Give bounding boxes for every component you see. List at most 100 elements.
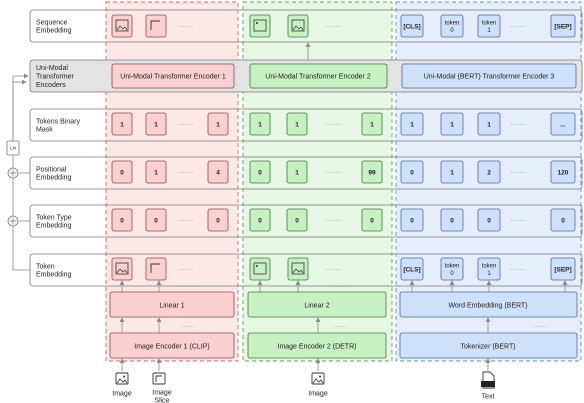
mask-cell xyxy=(286,112,308,136)
mask-cell xyxy=(249,112,271,136)
row-sequence-embedding xyxy=(29,9,583,43)
token-type-cell xyxy=(550,208,576,232)
encoder-1-label: Uni-Modal Transformer Encoder 1 xyxy=(120,73,226,80)
ellipsis: · · · · · xyxy=(333,324,347,330)
positional-cell xyxy=(249,160,271,184)
ellipsis: · · · · · xyxy=(333,284,347,290)
input-image2-icon-mountain xyxy=(312,378,324,384)
token-type-cell xyxy=(477,208,501,232)
token-type-value: 0 xyxy=(561,217,565,224)
image-encoder-1-label: Image Encoder 1 (CLIP) xyxy=(134,343,209,350)
input-text-label: Text xyxy=(482,393,495,400)
positional-cell xyxy=(207,160,229,184)
mask-cell xyxy=(361,112,383,136)
image-icon-mountain xyxy=(116,25,128,31)
ellipsis: · · · · · xyxy=(511,122,525,128)
mask-value: 1 xyxy=(295,121,299,128)
image-icon xyxy=(291,19,305,32)
token-type-value: 0 xyxy=(370,217,374,224)
mask-value: 1 xyxy=(450,121,454,128)
input-image2-icon xyxy=(311,372,325,385)
input-image2-icon-sun xyxy=(319,375,321,378)
ln-box xyxy=(6,140,20,156)
ellipsis: · · · · · xyxy=(179,24,193,30)
positional-value: 0 xyxy=(258,169,262,176)
word-embedding-label: Word Embedding (BERT) xyxy=(448,302,527,309)
encoder-2 xyxy=(249,63,388,89)
positional-value: 1 xyxy=(450,169,454,176)
ellipsis: · · · · · xyxy=(326,122,340,128)
word-embedding xyxy=(399,291,578,318)
positional-cell xyxy=(111,160,133,184)
token-type-cell xyxy=(207,208,229,232)
input-image-label: Image xyxy=(112,390,132,397)
ln-label: LN xyxy=(10,146,16,151)
positional-cell xyxy=(361,160,383,184)
mask-cell xyxy=(440,112,464,136)
token-type-value: 0 xyxy=(450,217,454,224)
positional-cell xyxy=(477,160,501,184)
ellipsis: · · · · · xyxy=(326,218,340,224)
token-type-value: 0 xyxy=(120,217,124,224)
sequence-embedding-image-token xyxy=(111,14,133,38)
box-icon xyxy=(253,262,267,275)
mask-cell xyxy=(145,112,167,136)
slice-icon xyxy=(150,263,160,273)
token-type-value: 0 xyxy=(487,217,491,224)
slice-icon xyxy=(150,20,160,30)
ellipsis: · · · · · xyxy=(511,218,525,224)
bert-token-label: [SEP] xyxy=(554,23,571,30)
image-icon-mountain xyxy=(292,25,304,31)
token-embedding-detr-token xyxy=(249,257,271,281)
token-type-cell xyxy=(111,208,133,232)
positional-cell xyxy=(286,160,308,184)
encoder-3-label: Uni-Modal (BERT) Transformer Encoder 3 xyxy=(424,73,555,80)
image-icon-mountain xyxy=(292,268,304,274)
token-type-value: 0 xyxy=(154,217,158,224)
mask-cell xyxy=(400,112,424,136)
image-icon xyxy=(115,19,129,32)
box-icon-dot xyxy=(256,265,258,267)
token-type-cell xyxy=(361,208,383,232)
mask-cell xyxy=(550,112,576,136)
positional-cell xyxy=(400,160,424,184)
ellipsis: · · · · · xyxy=(326,267,340,273)
token-embedding-text-token xyxy=(550,257,576,281)
token-type-cell xyxy=(249,208,271,232)
ellipsis: · · · · · xyxy=(326,170,340,176)
linear-2-label: Linear 2 xyxy=(304,302,329,309)
positional-value: 2 xyxy=(487,169,491,176)
input-image-icon-sun xyxy=(123,375,125,378)
mask-cell xyxy=(111,112,133,136)
positional-cell xyxy=(145,160,167,184)
image-icon xyxy=(291,262,305,275)
box-icon-dot xyxy=(256,22,258,24)
image-encoder-1 xyxy=(109,332,235,359)
bert-token-label: [SEP] xyxy=(554,266,571,273)
mask-value: 1 xyxy=(258,121,262,128)
token-type-cell xyxy=(400,208,424,232)
positional-cell xyxy=(550,160,576,184)
token-embedding-slice-token xyxy=(145,257,167,281)
token-embedding-image-token xyxy=(111,257,133,281)
encoder-2-label: Uni-Modal Transformer Encoder 2 xyxy=(265,73,371,80)
sequence-embedding-image-token xyxy=(287,14,309,38)
mask-cell xyxy=(207,112,229,136)
ellipsis: · · · · · xyxy=(179,218,193,224)
token-embedding-text-token xyxy=(400,257,424,281)
sequence-embedding-slice-token xyxy=(145,14,167,38)
txt-badge xyxy=(481,381,495,387)
token-type-value: 0 xyxy=(295,217,299,224)
token-embedding-text-token xyxy=(477,257,501,281)
positional-value: 4 xyxy=(216,169,220,176)
